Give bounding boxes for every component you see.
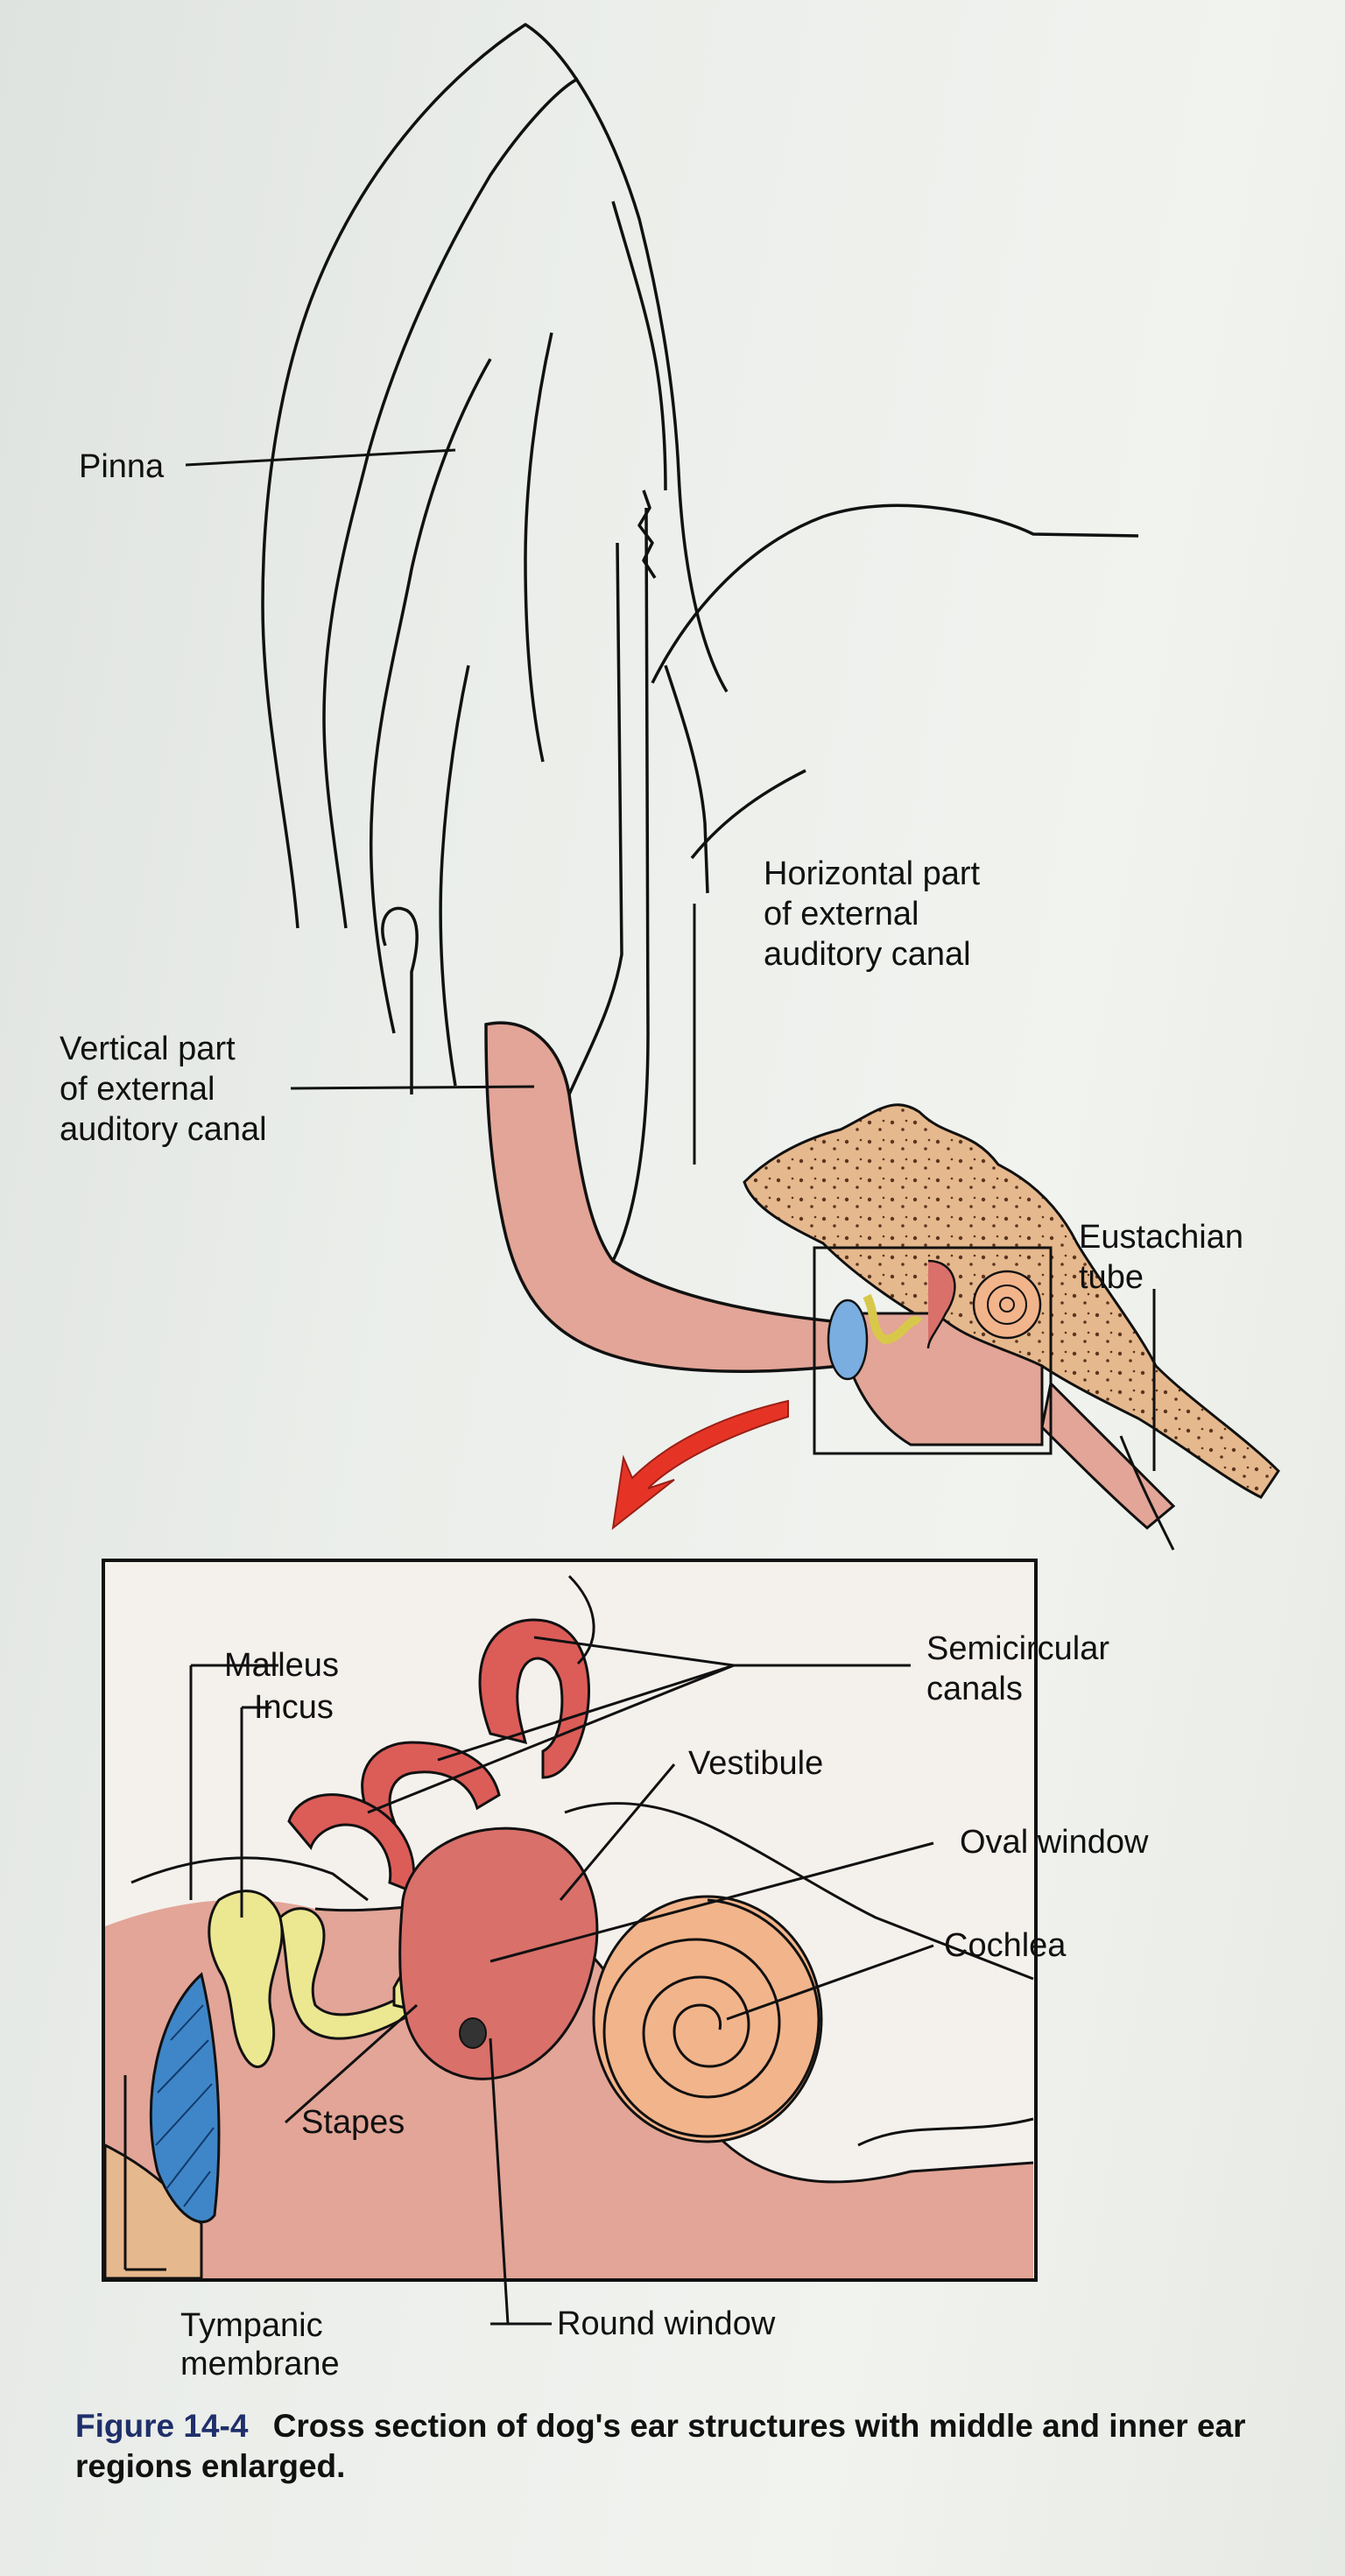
head-outline [261,23,1139,1087]
enlargement-arrow [611,1399,789,1531]
label-round-window: Round window [557,2305,776,2342]
tympanic-membrane [149,1972,221,2224]
vestibule [398,1826,599,2080]
enlarged-view [102,1559,1038,2282]
label-eustachian-tube: Eustachian tube [1079,1219,1244,1296]
incus [278,1907,413,2040]
label-pinna: Pinna [79,448,165,485]
label-incus: Incus [254,1689,334,1726]
label-malleus: Malleus [224,1647,339,1684]
cochlea [592,1895,823,2143]
label-tympanic-membrane: Tympanic membrane [180,2307,340,2382]
label-semicircular-canals: Semicircular canals [926,1630,1110,1707]
enlargement-box-small [813,1246,1053,1455]
caption-text: Cross section of dog's ear structures wi… [75,2408,1246,2484]
semicircular-canals-drawing [287,1618,590,1894]
label-cochlea: Cochlea [944,1927,1067,1964]
figure-number: Figure 14-4 [75,2408,249,2444]
lower-leader-lines [123,1636,934,2326]
label-oval-window: Oval window [960,1824,1149,1861]
eustachian-tube [1040,1380,1176,1530]
round-window [459,2017,487,2049]
label-horizontal-canal: Horizontal part of external auditory can… [764,855,981,973]
label-vestibule: Vestibule [688,1745,824,1782]
label-stapes: Stapes [301,2104,405,2141]
upper-leader-lines [185,448,1156,1471]
small-middle-ear [827,1259,1044,1446]
figure-caption: Figure 14-4 Cross section of dog's ear s… [75,2406,1301,2487]
label-vertical-canal: Vertical part of external auditory canal [60,1031,267,1148]
